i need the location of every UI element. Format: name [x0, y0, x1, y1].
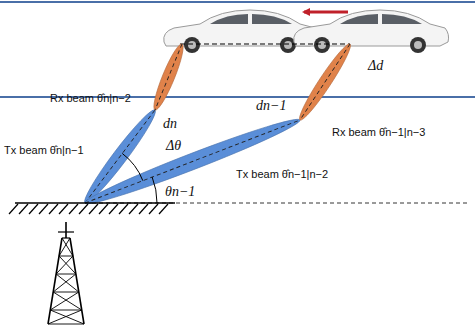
tower-strut [53, 274, 76, 292]
tower-strut [70, 238, 84, 324]
label: Rx beam θ̂n|n−2 [50, 92, 131, 105]
hatch-stroke [29, 204, 38, 214]
tower-strut [62, 237, 70, 238]
rx-beam [295, 41, 355, 124]
distance-line [180, 43, 350, 44]
tower-strut [56, 256, 73, 274]
label: dn [163, 116, 177, 133]
hatch-stroke [89, 204, 98, 214]
angle-arc [122, 153, 143, 180]
hatch-stroke [59, 204, 68, 214]
hatch-stroke [39, 204, 48, 214]
hatch-stroke [99, 204, 108, 214]
base-station [48, 222, 84, 324]
hatch-stroke [129, 204, 138, 214]
tower-strut [53, 292, 82, 310]
label: Δd [368, 58, 383, 75]
tower-strut [59, 256, 76, 274]
hatch-stroke [19, 204, 28, 214]
hatch-stroke [9, 204, 18, 214]
label: dn−1 [256, 98, 286, 115]
tx-beam [82, 113, 303, 211]
hatch-stroke [79, 204, 88, 214]
label: Δθ [166, 138, 181, 155]
tower-strut [53, 292, 79, 293]
hatch-stroke [109, 204, 118, 214]
tower-strut [62, 238, 73, 256]
road-edge [0, 1, 475, 3]
hatch-stroke [159, 204, 168, 214]
hatch-stroke [139, 204, 148, 214]
motion-arrow [304, 11, 348, 14]
tower-strut [59, 238, 70, 256]
ground-hatch [9, 204, 168, 214]
car [164, 10, 319, 53]
tower-strut [48, 238, 62, 324]
label: Tx beam θ̂n|n−1 [4, 144, 84, 157]
tower-strut [65, 222, 67, 238]
angle-arc [152, 177, 157, 203]
tower-strut [59, 256, 73, 257]
car [294, 10, 449, 53]
tower-strut [56, 274, 79, 292]
rx-beam [149, 42, 187, 113]
tower-strut [48, 324, 84, 325]
beam-axis [300, 44, 350, 120]
tx-beam [82, 113, 303, 211]
tower-strut [50, 292, 79, 310]
hatch-stroke [149, 204, 158, 214]
rx-beam [149, 42, 187, 113]
tower-strut [50, 310, 81, 311]
beam-axis [85, 120, 300, 203]
tower-strut [58, 231, 74, 232]
label: θn−1 [165, 184, 195, 201]
tower-strut [56, 274, 76, 275]
rx-beam [295, 41, 355, 124]
label: Rx beam θ̂n−1|n−3 [332, 126, 425, 139]
hatch-stroke [119, 204, 128, 214]
beam-axis [155, 44, 182, 110]
hatch-stroke [69, 204, 78, 214]
tower-strut [48, 310, 82, 324]
label: Tx beam θ̂n−1|n−2 [236, 168, 328, 181]
hatch-stroke [49, 204, 58, 214]
ground [15, 202, 175, 204]
tower-strut [50, 310, 84, 324]
